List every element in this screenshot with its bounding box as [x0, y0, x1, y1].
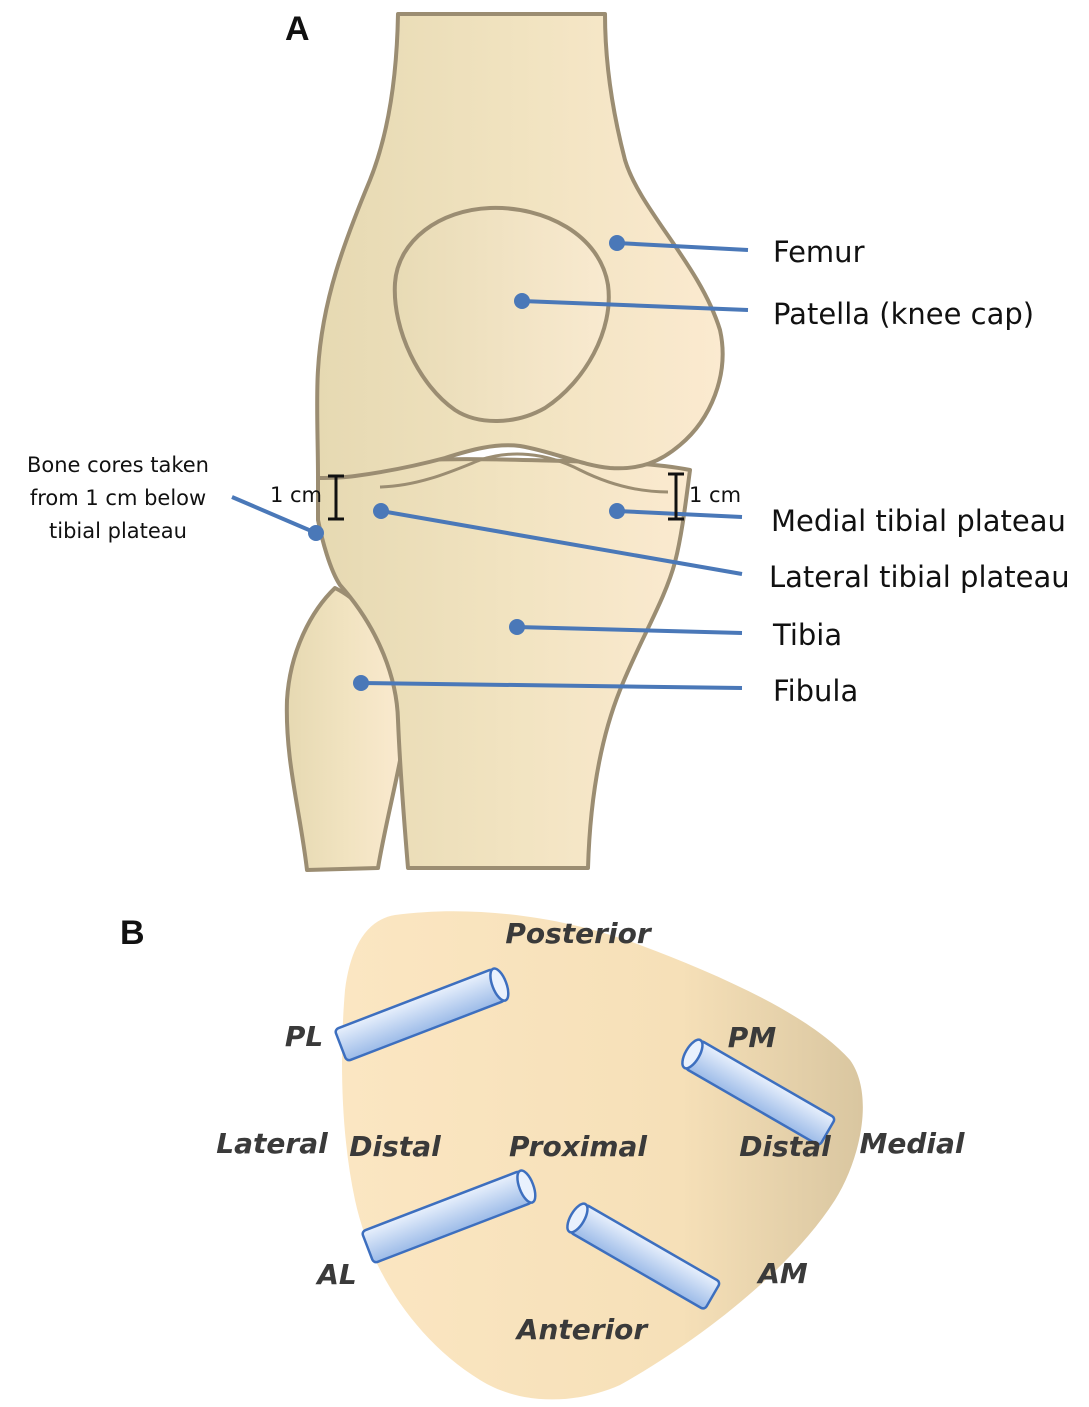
- label-distal-right: Distal: [739, 1130, 831, 1163]
- label-am: AM: [756, 1257, 808, 1290]
- bone-core-note-line-1: Bone cores taken: [27, 453, 209, 477]
- panel-label-a: A: [285, 10, 310, 48]
- label-proximal: Proximal: [509, 1130, 647, 1163]
- label-femur: Femur: [773, 235, 865, 269]
- measure-right-label: 1 cm: [689, 483, 741, 507]
- label-anterior: Anterior: [515, 1313, 650, 1346]
- label-patella: Patella (knee cap): [773, 297, 1034, 331]
- label-tibia: Tibia: [772, 618, 842, 652]
- measure-left-label: 1 cm: [270, 483, 322, 507]
- label-distal-left: Distal: [349, 1130, 441, 1163]
- panel-label-b: B: [120, 914, 145, 952]
- label-posterior: Posterior: [505, 917, 652, 950]
- label-fibula: Fibula: [773, 674, 858, 708]
- label-pm: PM: [728, 1021, 777, 1054]
- bone-core-note-line-3: tibial plateau: [49, 519, 187, 543]
- label-medial: Medial: [860, 1127, 965, 1160]
- label-lateral: Lateral: [216, 1127, 328, 1160]
- label-al: AL: [315, 1258, 357, 1291]
- label-pl: PL: [285, 1020, 323, 1053]
- label-medial-tibial-plateau: Medial tibial plateau: [771, 504, 1066, 538]
- bone-core-note-line-2: from 1 cm below: [30, 486, 206, 510]
- label-lateral-tibial-plateau: Lateral tibial plateau: [769, 560, 1070, 594]
